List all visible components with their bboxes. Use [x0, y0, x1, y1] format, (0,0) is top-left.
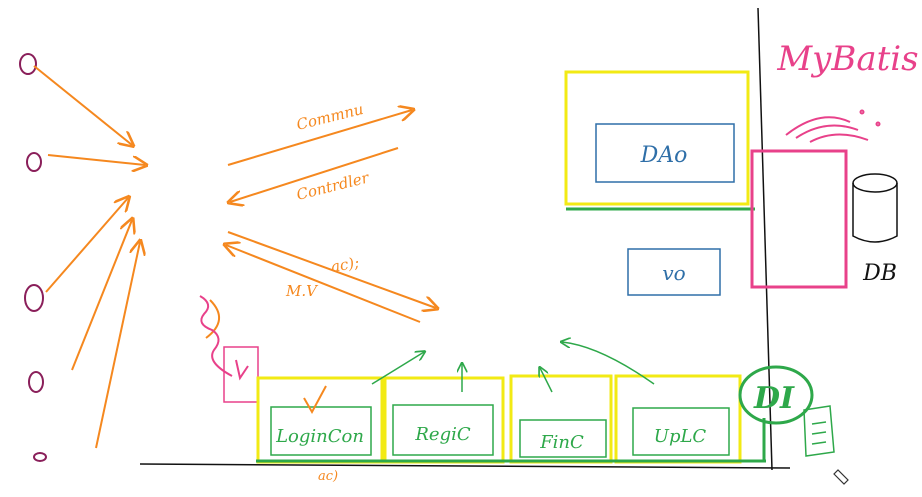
check-mark	[303, 385, 327, 415]
database-icon	[852, 173, 898, 243]
vo-box	[627, 248, 721, 296]
dao-container	[564, 70, 750, 206]
ac-label: ac);	[330, 253, 361, 276]
regi-box	[392, 404, 494, 456]
user-circle-icon	[26, 152, 42, 172]
pencil-cursor-icon	[833, 469, 849, 485]
upl-box	[632, 407, 730, 456]
command-label: Commnu	[295, 100, 366, 134]
users	[19, 53, 47, 462]
fin-label: FinC	[539, 432, 584, 453]
user-circle-icon	[24, 284, 44, 312]
request-arrows	[33, 65, 436, 449]
document-icon	[803, 405, 835, 457]
vo-label: vo	[662, 261, 685, 285]
up-arrows	[371, 342, 655, 393]
mybatis-box	[750, 149, 848, 289]
fin-box	[519, 419, 607, 458]
di-circle	[738, 365, 814, 425]
regi-label: RegiC	[414, 424, 470, 445]
controller-label: Contrdler	[295, 168, 372, 204]
pink-small-box	[223, 346, 259, 403]
dao-label: DAo	[640, 143, 688, 168]
login-container	[256, 376, 384, 464]
bottom-line	[139, 463, 791, 469]
regi-container	[383, 376, 505, 464]
boundary-line	[757, 7, 773, 471]
user-circle-icon	[33, 452, 47, 462]
user-circle-icon	[19, 53, 37, 75]
mybatis-spark	[785, 109, 881, 143]
user-circle-icon	[28, 371, 44, 393]
squiggle-arrow-icon	[199, 295, 233, 377]
login-label: LoginCon	[275, 426, 364, 447]
mv-label: M.V	[285, 282, 319, 300]
di-label: DI	[753, 381, 795, 416]
upl-container	[614, 374, 742, 464]
ac-bottom-label: ac)	[318, 469, 338, 484]
db-label: DB	[862, 261, 897, 286]
upl-label: UpLC	[654, 426, 707, 447]
login-box	[270, 406, 372, 456]
mybatis-label: MyBatis	[776, 39, 918, 79]
dao-box	[595, 123, 735, 183]
